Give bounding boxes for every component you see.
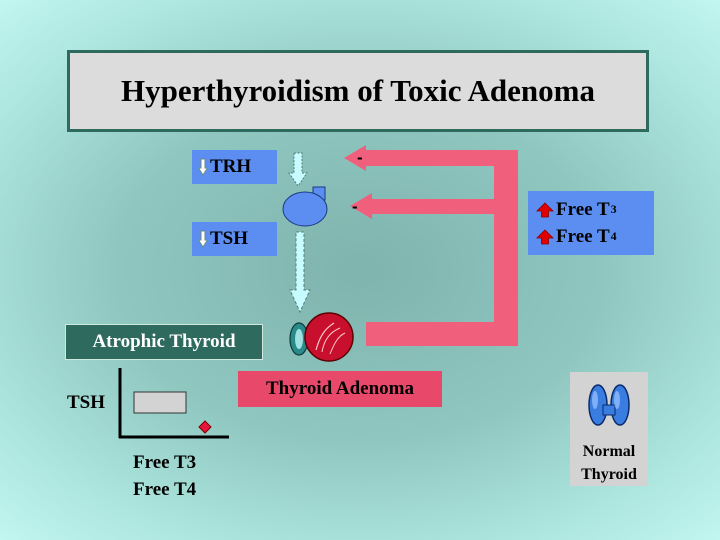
data-point-icon	[198, 420, 212, 434]
up-arrow-icon	[536, 228, 554, 244]
normal-range-box	[133, 391, 187, 414]
normal-thyroid-label-line2: Thyroid	[581, 466, 637, 483]
feedback-sign-lower: -	[352, 197, 358, 216]
normal-thyroid-label-line1: Normal	[582, 443, 636, 460]
tsh-down-arrow-icon	[289, 231, 311, 314]
normal-thyroid-icon	[588, 384, 630, 426]
trh-label: TRH	[192, 150, 277, 184]
pituitary-icon	[282, 186, 328, 227]
trh-down-arrow-icon	[288, 152, 308, 187]
feedback-pathway	[344, 145, 518, 346]
normal-thyroid-panel	[570, 372, 648, 486]
free-t3-sub: 3	[610, 202, 617, 216]
feedback-sign-upper: -	[357, 148, 363, 167]
thyroid-adenoma-icon	[289, 312, 354, 362]
tsh-graph	[118, 368, 229, 439]
title-box: Hyperthyroidism of Toxic Adenoma	[67, 50, 649, 132]
down-arrow-icon	[198, 230, 208, 248]
trh-text: TRH	[210, 156, 252, 177]
graph-x-label-line2: Free T4	[133, 479, 197, 500]
up-arrow-icon	[536, 201, 554, 217]
free-t4-sub: 4	[610, 229, 617, 243]
feedback-arrowhead-lower	[350, 193, 372, 219]
graph-y-label: TSH	[67, 392, 106, 413]
feedback-arrowhead-upper	[344, 145, 366, 171]
thyroid-adenoma-label: Thyroid Adenoma	[238, 371, 442, 407]
page-title: Hyperthyroidism of Toxic Adenoma	[121, 73, 595, 108]
tsh-label: TSH	[192, 222, 277, 256]
free-t3-text: Free T	[556, 199, 610, 220]
free-t4-text: Free T	[556, 226, 610, 247]
atrophic-thyroid-label: Atrophic Thyroid	[65, 324, 263, 360]
tsh-text: TSH	[210, 228, 249, 249]
down-arrow-icon	[198, 158, 208, 176]
graph-x-label-line1: Free T3	[133, 452, 197, 473]
normal-thyroid-label: Normal Thyroid	[570, 440, 648, 486]
